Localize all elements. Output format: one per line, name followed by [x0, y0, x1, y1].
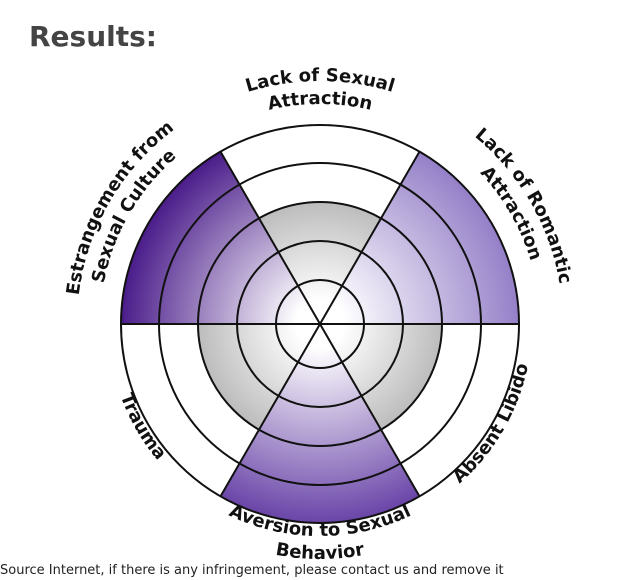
- segment-fills: [121, 151, 519, 524]
- label-aversion_sexual_behavior-line-2: Behavior: [274, 539, 365, 564]
- segment-estrangement_sexual_culture: [121, 151, 320, 324]
- label-lack_sexual_attraction-line-2: Attraction: [266, 88, 375, 115]
- page-title: Results:: [29, 20, 157, 53]
- segment-lack_romantic_attraction: [320, 151, 519, 324]
- wheel-grid: [120, 124, 520, 524]
- segment-lack_sexual_attraction: [259, 201, 381, 324]
- segment-aversion_sexual_behavior: [220, 324, 420, 524]
- label-text: Trauma: [116, 390, 171, 464]
- label-trauma-line-1: Trauma: [116, 390, 171, 464]
- label-absent_libido-line-1: Absent Libido: [449, 361, 533, 487]
- spoke: [219, 151, 421, 497]
- label-text: Behavior: [274, 539, 365, 564]
- source-note: Source Internet, if there is any infring…: [0, 563, 504, 578]
- label-text: Absent Libido: [449, 361, 533, 487]
- label-text: Attraction: [266, 88, 375, 115]
